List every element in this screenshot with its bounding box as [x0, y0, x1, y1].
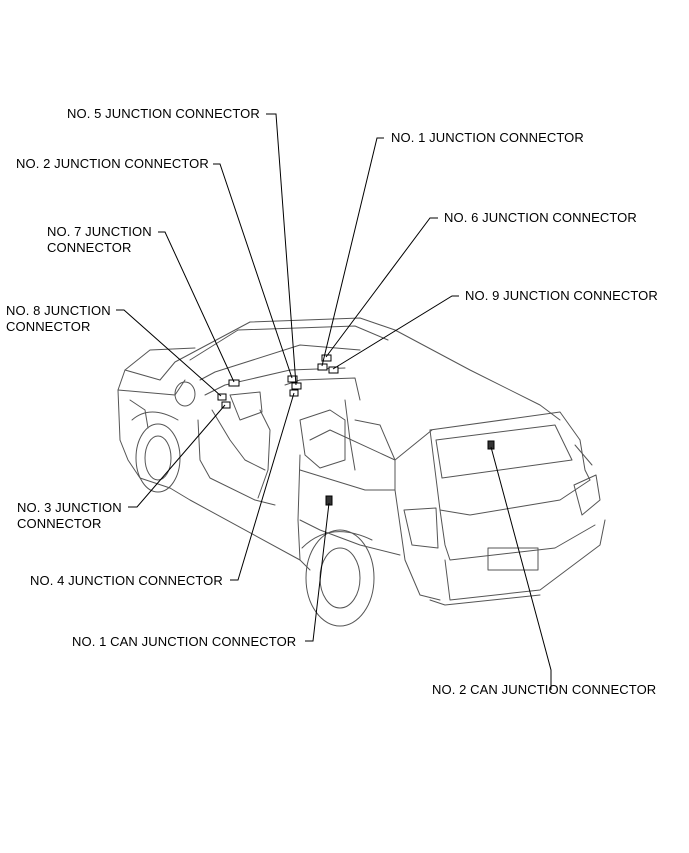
label-no1-can-junction-connector: NO. 1 CAN JUNCTION CONNECTOR — [72, 634, 297, 649]
label-no3-junction-line2: CONNECTOR — [17, 516, 102, 531]
label-no2-can-junction-connector: NO. 2 CAN JUNCTION CONNECTOR — [432, 682, 657, 697]
can2-connector-icon — [487, 440, 495, 450]
label-no7-junction-line2: CONNECTOR — [47, 240, 132, 255]
leader-no2 — [213, 163, 293, 379]
label-no6-junction-connector: NO. 6 JUNCTION CONNECTOR — [444, 210, 637, 225]
label-no3-junction-line1: NO. 3 JUNCTION — [17, 500, 122, 515]
label-no1-junction-connector: NO. 1 JUNCTION CONNECTOR — [391, 130, 584, 145]
leader-can2 — [490, 446, 552, 690]
label-no8-junction-line2: CONNECTOR — [6, 319, 91, 334]
leader-no3 — [128, 404, 226, 508]
no9-connector-icon — [328, 366, 339, 374]
leader-no1 — [321, 137, 384, 367]
vehicle-outline — [117, 317, 606, 627]
leader-no7 — [158, 231, 235, 383]
no5-connector-icon — [291, 382, 302, 390]
no2-connector-icon — [287, 375, 298, 383]
label-no2-junction-connector: NO. 2 JUNCTION CONNECTOR — [16, 156, 209, 171]
label-no5-junction-connector: NO. 5 JUNCTION CONNECTOR — [67, 106, 260, 121]
leader-can1 — [305, 502, 330, 642]
no3-connector-icon — [221, 401, 231, 409]
no8-connector-icon — [217, 393, 227, 401]
leader-no5 — [266, 113, 297, 386]
leader-no6 — [325, 217, 438, 358]
leader-no9 — [332, 295, 459, 370]
label-no8-junction-line1: NO. 8 JUNCTION — [6, 303, 111, 318]
no6-connector-icon — [321, 354, 332, 362]
no7-connector-icon — [228, 379, 240, 387]
leader-no4 — [230, 392, 295, 581]
label-no4-junction-connector: NO. 4 JUNCTION CONNECTOR — [30, 573, 223, 588]
leader-no8 — [116, 309, 222, 397]
label-no9-junction-connector: NO. 9 JUNCTION CONNECTOR — [465, 288, 658, 303]
label-no7-junction-line1: NO. 7 JUNCTION — [47, 224, 152, 239]
leader-lines — [116, 113, 552, 690]
